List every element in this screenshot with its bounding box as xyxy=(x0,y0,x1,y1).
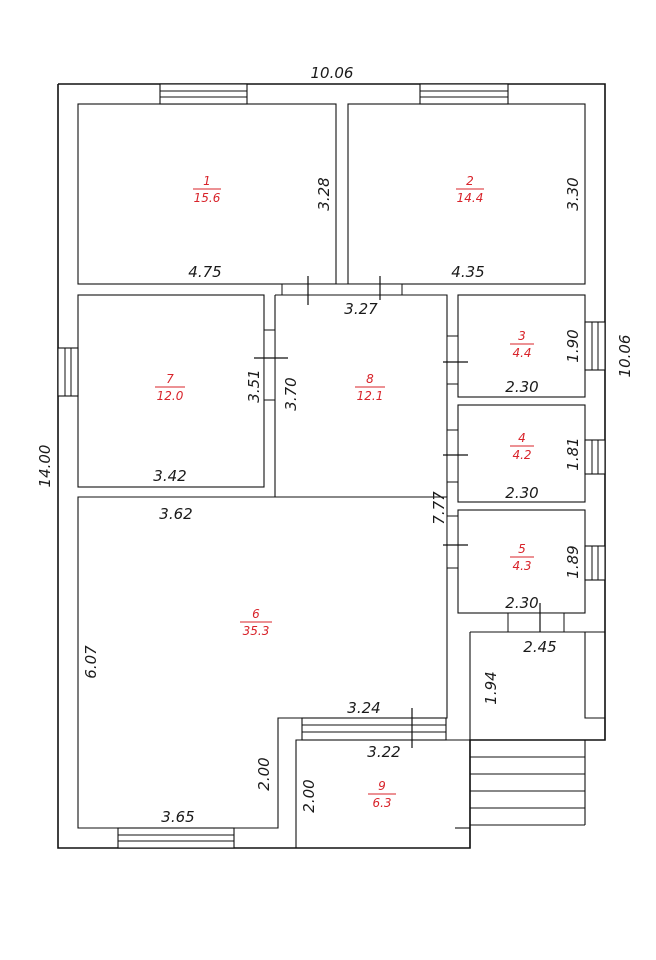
room-label-1: 1 15.6 xyxy=(193,174,221,205)
doors xyxy=(254,276,565,748)
room-9-area: 6.3 xyxy=(372,796,391,810)
room-8-number: 8 xyxy=(366,372,374,386)
room-3-number: 3 xyxy=(518,329,526,343)
room-6-top-width: 3.62 xyxy=(159,505,192,523)
room-2-area: 14.4 xyxy=(457,191,484,205)
room-4-width: 2.30 xyxy=(505,484,538,502)
room-6 xyxy=(77,496,448,829)
overall-height-label: 14.00 xyxy=(36,445,54,488)
porch-height: 1.94 xyxy=(482,671,500,704)
room-6-area: 35.3 xyxy=(243,624,270,638)
window-room-9-top xyxy=(301,717,447,741)
room-label-4: 4 4.2 xyxy=(510,431,534,462)
room-5-width: 2.30 xyxy=(505,594,538,612)
room-2-width: 4.35 xyxy=(451,263,484,281)
room-label-9: 9 6.3 xyxy=(368,779,396,810)
room-4-height: 1.81 xyxy=(564,437,582,470)
room-2-number: 2 xyxy=(466,174,474,188)
room-1-area: 15.6 xyxy=(194,191,221,205)
overall-width-label: 10.06 xyxy=(311,64,354,82)
room-label-5: 5 4.3 xyxy=(510,542,534,573)
room-5-height: 1.89 xyxy=(564,545,582,578)
room-label-7: 7 12.0 xyxy=(155,372,185,403)
windows xyxy=(57,83,606,849)
window-room-6 xyxy=(117,827,235,849)
room-7-number: 7 xyxy=(166,372,174,386)
room-label-3: 3 4.4 xyxy=(510,329,534,360)
stairs xyxy=(470,740,586,826)
window-room-3 xyxy=(584,321,606,371)
room-8-right-height: 7.77 xyxy=(430,491,448,525)
window-room-7 xyxy=(57,347,79,397)
room-5-number: 5 xyxy=(518,542,526,556)
room-7-width: 3.42 xyxy=(153,467,186,485)
room-4-number: 4 xyxy=(518,431,526,445)
room-9-height: 2.00 xyxy=(300,779,318,812)
room-1-number: 1 xyxy=(203,174,211,188)
window-room-2 xyxy=(419,83,509,105)
window-room-1 xyxy=(159,83,248,105)
room-label-2: 2 14.4 xyxy=(456,174,484,205)
room-1-width: 4.75 xyxy=(188,263,221,281)
porch-width: 2.45 xyxy=(523,638,556,656)
room-6-height: 6.07 xyxy=(82,645,100,679)
room-2-height: 3.30 xyxy=(564,177,582,210)
room-label-8: 8 12.1 xyxy=(355,372,385,403)
room-9-width: 3.22 xyxy=(367,743,400,761)
room-8-height: 3.70 xyxy=(282,377,300,410)
room-8-top-width: 3.27 xyxy=(344,300,378,318)
room-6-notch-width: 3.24 xyxy=(347,699,380,717)
room-7-height: 3.51 xyxy=(245,369,263,402)
room-1-height: 3.28 xyxy=(315,177,333,210)
room-3-height: 1.90 xyxy=(564,329,582,362)
room-3-area: 4.4 xyxy=(512,346,531,360)
room-9-number: 9 xyxy=(378,779,386,793)
room-6-bottom-width: 3.65 xyxy=(161,808,194,826)
room-7-area: 12.0 xyxy=(157,389,184,403)
room-6-number: 6 xyxy=(252,607,260,621)
room-3-width: 2.30 xyxy=(505,378,538,396)
room-6-notch-height: 2.00 xyxy=(255,757,273,790)
room-label-6: 6 35.3 xyxy=(240,607,272,638)
room-4-area: 4.2 xyxy=(512,448,531,462)
window-room-4 xyxy=(584,439,606,475)
room-8-area: 12.1 xyxy=(357,389,384,403)
room-5-area: 4.3 xyxy=(512,559,531,573)
window-room-5 xyxy=(584,545,606,581)
right-side-label: 10.06 xyxy=(616,335,634,378)
